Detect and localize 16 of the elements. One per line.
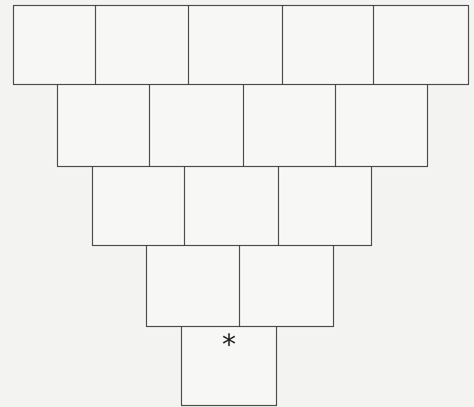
square-box bbox=[335, 84, 428, 167]
square-box bbox=[278, 166, 372, 246]
square-box bbox=[282, 5, 374, 85]
square-box bbox=[373, 5, 469, 85]
square-box bbox=[181, 326, 277, 406]
square-box bbox=[92, 166, 185, 246]
square-box bbox=[149, 84, 244, 167]
asterisk-mark: * bbox=[221, 331, 237, 359]
square-box bbox=[239, 245, 334, 327]
square-box bbox=[13, 5, 96, 85]
square-box bbox=[57, 84, 150, 167]
square-box bbox=[95, 5, 189, 85]
square-box bbox=[243, 84, 336, 167]
square-box bbox=[184, 166, 279, 246]
square-box bbox=[188, 5, 283, 85]
square-box bbox=[146, 245, 240, 327]
